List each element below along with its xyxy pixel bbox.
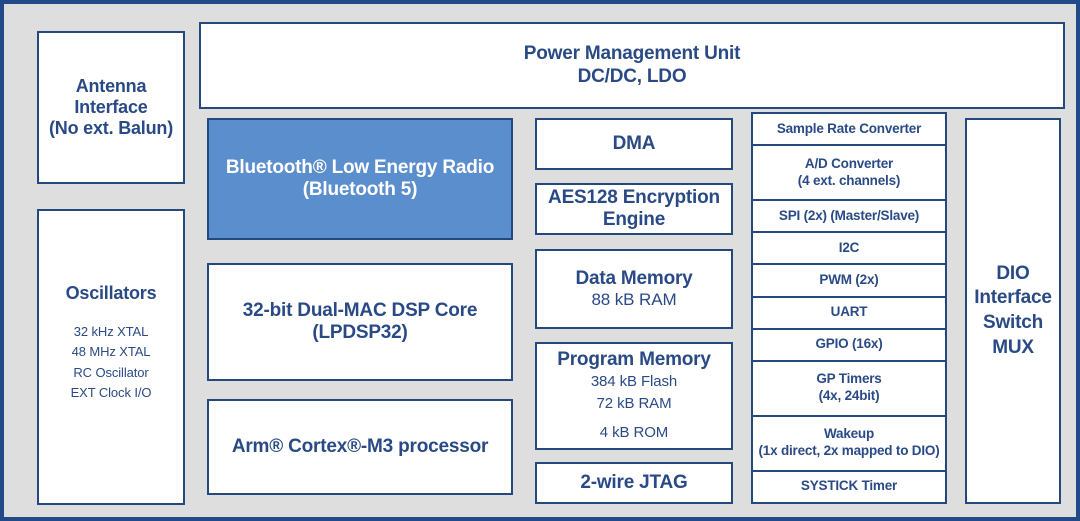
antenna-line-3: (No ext. Balun) bbox=[48, 118, 173, 139]
peripheral-sublabel: (4x, 24bit) bbox=[818, 388, 880, 404]
block-data-memory: Data Memory 88 kB RAM bbox=[535, 249, 733, 329]
peripheral-label: I2C bbox=[838, 239, 860, 255]
peripheral-label: UART bbox=[830, 304, 868, 320]
peripheral-pwm: PWM (2x) bbox=[753, 265, 945, 298]
oscillator-item-48mhz: 48 MHz XTAL bbox=[71, 344, 151, 360]
peripheral-ad-converter: A/D Converter (4 ext. channels) bbox=[753, 146, 945, 202]
block-2-wire-jtag: 2-wire JTAG bbox=[535, 462, 733, 504]
data-memory-spec-ram: 88 kB RAM bbox=[591, 290, 677, 310]
peripheral-wakeup: Wakeup (1x direct, 2x mapped to DIO) bbox=[753, 417, 945, 472]
arm-title: Arm® Cortex®-M3 processor bbox=[231, 435, 489, 457]
peripheral-gp-timers: GP Timers (4x, 24bit) bbox=[753, 362, 945, 417]
pmu-subtitle: DC/DC, LDO bbox=[577, 65, 687, 87]
block-antenna-interface: Antenna Interface (No ext. Balun) bbox=[37, 31, 185, 184]
dsp-title: 32-bit Dual-MAC DSP Core bbox=[242, 299, 478, 321]
block-program-memory: Program Memory 384 kB Flash 72 kB RAM 4 … bbox=[535, 342, 733, 450]
oscillator-item-rc: RC Oscillator bbox=[73, 364, 149, 380]
peripheral-label: SPI (2x) (Master/Slave) bbox=[778, 207, 920, 223]
antenna-line-2: Interface bbox=[74, 96, 148, 117]
peripheral-label: A/D Converter bbox=[804, 155, 894, 171]
peripheral-systick-timer: SYSTICK Timer bbox=[753, 472, 945, 502]
block-bluetooth-low-energy-radio: Bluetooth® Low Energy Radio (Bluetooth 5… bbox=[207, 118, 513, 240]
oscillators-title: Oscillators bbox=[65, 283, 157, 303]
peripheral-label: Sample Rate Converter bbox=[776, 120, 922, 136]
dio-line-2: Interface bbox=[974, 287, 1052, 309]
block-aes128-encryption-engine: AES128 Encryption Engine bbox=[535, 183, 733, 235]
block-dma: DMA bbox=[535, 118, 733, 170]
peripheral-stack: Sample Rate Converter A/D Converter (4 e… bbox=[751, 112, 947, 504]
program-memory-spec-flash: 384 kB Flash bbox=[590, 373, 678, 391]
pmu-title: Power Management Unit bbox=[523, 43, 741, 65]
dio-line-1: DIO bbox=[996, 262, 1030, 284]
aes-title: AES128 Encryption bbox=[548, 186, 720, 208]
peripheral-label: SYSTICK Timer bbox=[800, 478, 898, 494]
jtag-title: 2-wire JTAG bbox=[580, 471, 688, 493]
data-memory-title: Data Memory bbox=[575, 267, 693, 289]
peripheral-gpio: GPIO (16x) bbox=[753, 330, 945, 362]
peripheral-label: Wakeup bbox=[823, 426, 875, 442]
program-memory-spec-ram: 72 kB RAM bbox=[596, 394, 672, 412]
oscillator-item-ext-clock: EXT Clock I/O bbox=[70, 384, 152, 400]
peripheral-spi: SPI (2x) (Master/Slave) bbox=[753, 201, 945, 234]
peripheral-label: GPIO (16x) bbox=[815, 336, 883, 352]
block-arm-cortex-m3-processor: Arm® Cortex®-M3 processor bbox=[207, 399, 513, 495]
antenna-line-1: Antenna bbox=[75, 75, 147, 96]
peripheral-uart: UART bbox=[753, 298, 945, 330]
block-dio-interface-switch-mux: DIO Interface Switch MUX bbox=[965, 118, 1061, 504]
peripheral-i2c: I2C bbox=[753, 233, 945, 266]
aes-subtitle: Engine bbox=[602, 209, 666, 230]
program-memory-title: Program Memory bbox=[557, 348, 711, 370]
peripheral-sublabel: (1x direct, 2x mapped to DIO) bbox=[758, 443, 940, 459]
radio-title: Bluetooth® Low Energy Radio bbox=[225, 156, 495, 178]
program-memory-spec-rom: 4 kB ROM bbox=[599, 423, 669, 441]
peripheral-label: GP Timers bbox=[816, 371, 882, 387]
radio-subtitle: (Bluetooth 5) bbox=[302, 179, 418, 200]
block-power-management-unit: Power Management Unit DC/DC, LDO bbox=[199, 22, 1065, 109]
peripheral-label: PWM (2x) bbox=[819, 272, 879, 288]
block-oscillators: Oscillators 32 kHz XTAL 48 MHz XTAL RC O… bbox=[37, 209, 185, 505]
oscillator-item-32khz: 32 kHz XTAL bbox=[73, 324, 149, 340]
dsp-subtitle: (LPDSP32) bbox=[312, 322, 408, 343]
dma-title: DMA bbox=[612, 132, 656, 154]
dio-line-3: Switch bbox=[982, 312, 1044, 333]
block-dsp-core: 32-bit Dual-MAC DSP Core (LPDSP32) bbox=[207, 263, 513, 381]
peripheral-sublabel: (4 ext. channels) bbox=[797, 172, 901, 188]
peripheral-sample-rate-converter: Sample Rate Converter bbox=[753, 114, 945, 147]
dio-line-4: MUX bbox=[992, 336, 1034, 358]
